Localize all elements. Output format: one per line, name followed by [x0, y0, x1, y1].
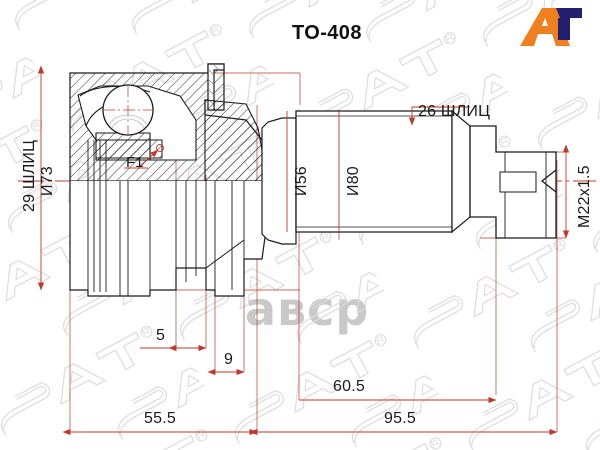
dim-5-label: 5 [156, 327, 166, 344]
inner-diameter-label: И73 [39, 166, 56, 196]
dim-60-5-label: 60.5 [333, 378, 365, 395]
dia-80-label: И80 [345, 166, 362, 196]
part-number-label: TO-408 [292, 22, 362, 44]
inner-spline-label: 29 ШЛИЦ [21, 139, 38, 212]
thread-label: M22x1.5 [576, 165, 593, 228]
dim-95-5-label: 95.5 [384, 410, 416, 427]
at-brand-logo [520, 8, 582, 46]
feature-f1-label: F1 [126, 154, 144, 171]
dim-55-5-label: 55.5 [144, 410, 176, 427]
outer-spline-label: 26 ШЛИЦ [418, 103, 491, 120]
dia-56-label: И56 [293, 166, 310, 196]
dim-9-label: 9 [224, 351, 234, 368]
